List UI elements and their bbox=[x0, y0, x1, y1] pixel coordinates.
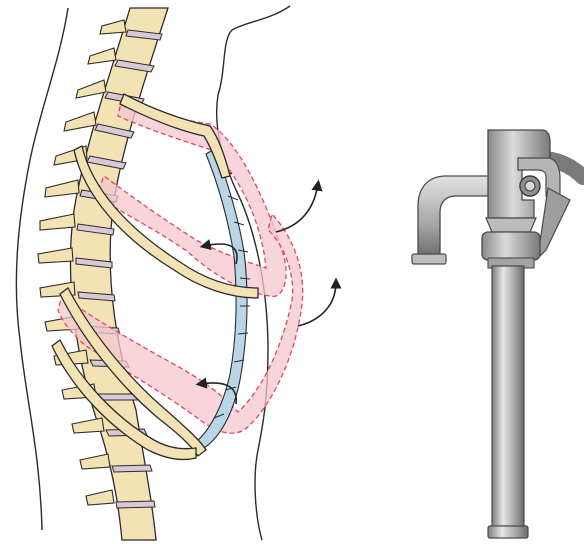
pump-collar bbox=[486, 218, 536, 232]
pump-head bbox=[488, 130, 550, 218]
pump-pipe-end bbox=[488, 526, 528, 538]
pump-coupling bbox=[482, 232, 540, 260]
lower-outward-arrow bbox=[298, 282, 336, 326]
rib-cage-panel bbox=[16, 6, 336, 540]
pump-panel bbox=[412, 130, 584, 538]
upper-outward-arrow bbox=[276, 184, 318, 232]
pump-pipe bbox=[492, 266, 524, 528]
spine bbox=[38, 8, 168, 540]
pump-spout-tip bbox=[412, 254, 446, 264]
back-outline bbox=[16, 8, 68, 530]
pump-spout bbox=[418, 176, 490, 256]
